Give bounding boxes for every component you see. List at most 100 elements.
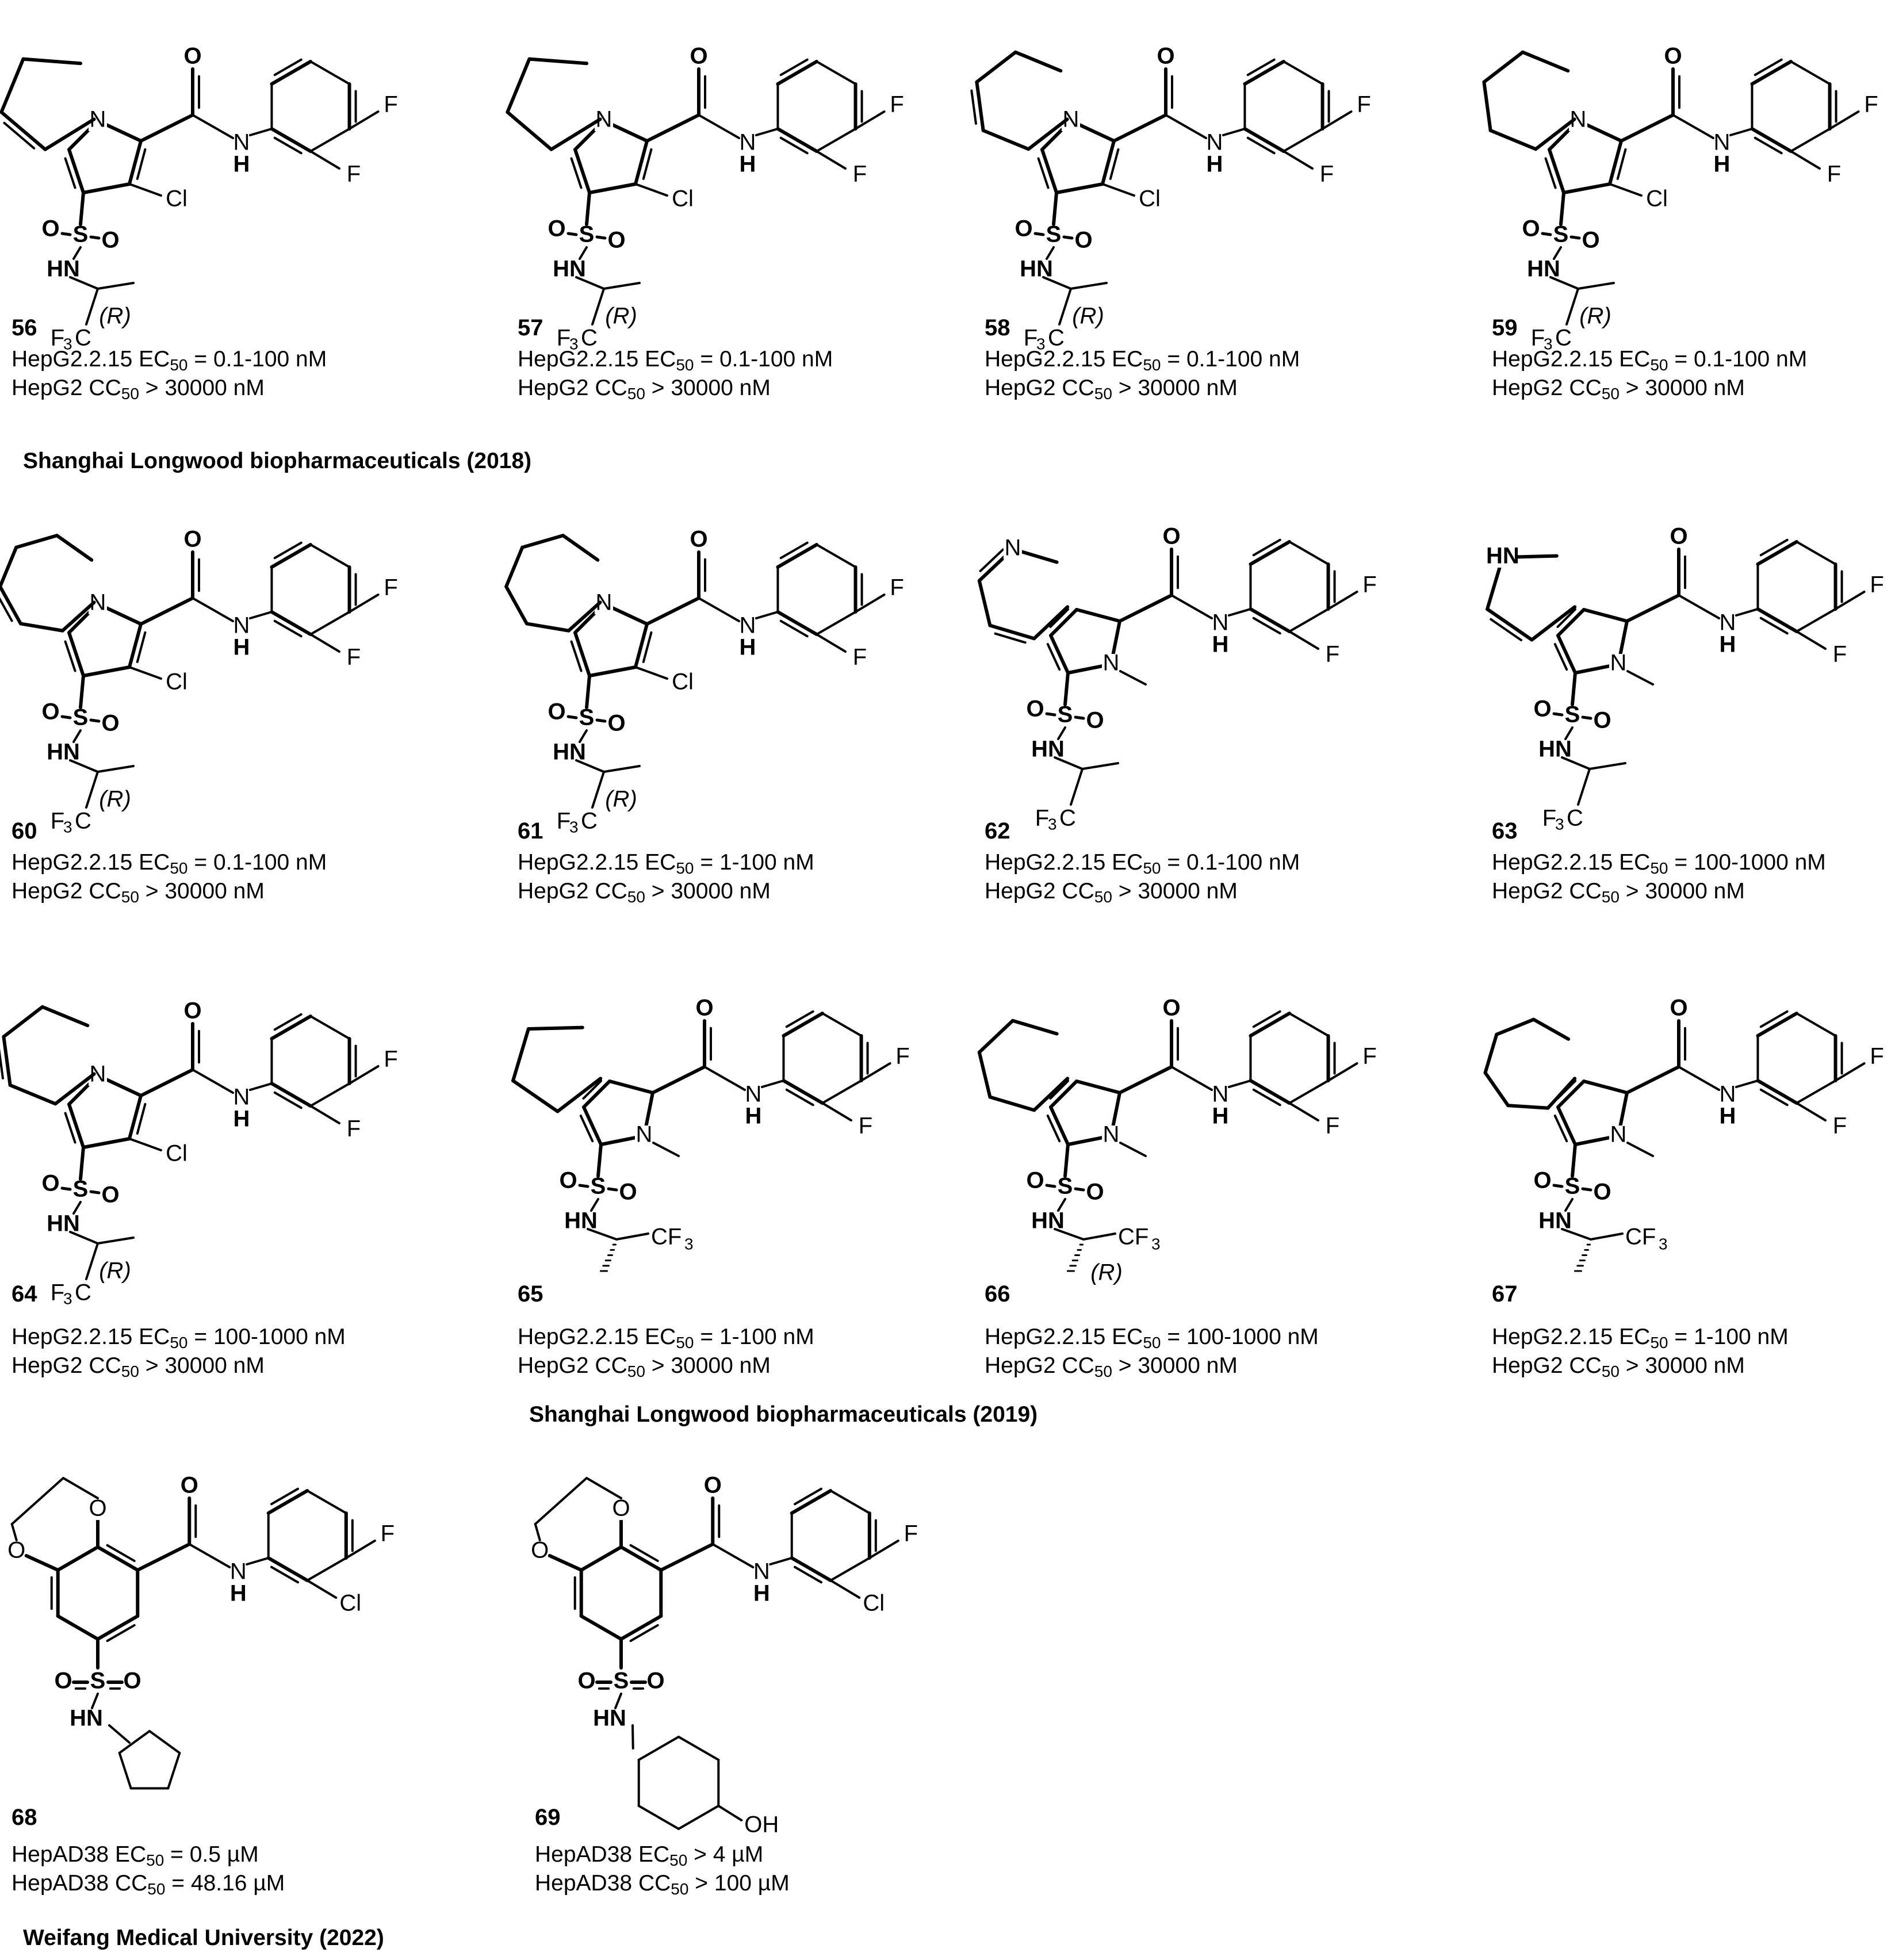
ec50-line: HepG2.2.15 EC50 = 0.1-100 nM xyxy=(12,347,327,374)
fluorine-label: F xyxy=(1833,642,1847,667)
bond xyxy=(1062,235,1074,240)
trifluoromethyl-label: F xyxy=(51,809,64,834)
oxygen-label: O xyxy=(1533,696,1551,722)
bond xyxy=(634,183,668,197)
sulfur-label: S xyxy=(579,222,595,247)
chlorine-label: Cl xyxy=(672,669,694,695)
cc50-line: HepG2 CC50 > 30000 nM xyxy=(985,376,1238,403)
label-mask xyxy=(1003,538,1022,560)
sulfur-label: S xyxy=(1058,1174,1073,1199)
bond xyxy=(306,1579,338,1599)
bond xyxy=(306,1557,347,1582)
compound-number: 59 xyxy=(1492,315,1518,340)
oxygen-label: O xyxy=(1015,216,1032,242)
bond xyxy=(829,1557,871,1582)
bond xyxy=(1486,607,1534,642)
fluorine-label: F xyxy=(1362,572,1376,598)
bond xyxy=(534,1477,588,1525)
bond xyxy=(1790,128,1831,152)
oxygen-label: O xyxy=(548,699,565,725)
bond xyxy=(575,276,605,290)
bond xyxy=(1483,1071,1510,1108)
bond xyxy=(587,1228,618,1241)
bond xyxy=(1559,191,1565,226)
ec50-line: HepG2.2.15 EC50 = 0.1-100 nM xyxy=(985,347,1300,374)
bond xyxy=(1252,538,1281,557)
bond xyxy=(1249,1079,1291,1105)
bond xyxy=(854,110,886,130)
bond xyxy=(703,1066,746,1091)
oxygen-label: O xyxy=(1157,44,1174,69)
cc50-line: HepG2 CC50 > 30000 nM xyxy=(1492,1353,1745,1380)
bond xyxy=(1058,288,1072,326)
bond xyxy=(1552,1184,1564,1188)
bond xyxy=(1616,148,1627,180)
nitrogen-label: N xyxy=(1212,1082,1229,1107)
fluorine-label: F xyxy=(895,1044,909,1069)
bond xyxy=(0,110,47,151)
bond xyxy=(634,622,649,669)
bond xyxy=(309,128,351,152)
bond xyxy=(2,1035,12,1087)
bond xyxy=(645,596,700,626)
bond xyxy=(1626,670,1654,686)
bond xyxy=(106,1544,136,1563)
bond xyxy=(1759,538,1789,557)
bond xyxy=(348,1065,380,1085)
bond xyxy=(0,584,22,626)
bond xyxy=(782,1012,824,1038)
bond xyxy=(249,611,273,619)
bond xyxy=(979,548,1005,572)
compound-number: 64 xyxy=(12,1281,37,1307)
bond xyxy=(790,1489,833,1515)
nitrogen-label: N xyxy=(1610,1122,1627,1147)
bond xyxy=(816,60,857,85)
bond xyxy=(1553,246,1562,260)
bond xyxy=(582,1105,603,1146)
chlorine-label: Cl xyxy=(339,1591,361,1616)
hydrogen-label: H xyxy=(1207,152,1223,177)
oxygen-label: O xyxy=(1593,1180,1611,1205)
bond xyxy=(106,1624,136,1643)
activity-data: HepG2.2.15 EC50 = 100-1000 nM HepG2 CC50… xyxy=(985,1323,1319,1380)
bond xyxy=(591,288,605,326)
bond xyxy=(677,1736,720,1761)
bond xyxy=(56,1614,99,1641)
bond xyxy=(1027,117,1069,151)
nitrogen-label: N xyxy=(740,613,756,638)
bond xyxy=(1288,1102,1319,1121)
hydrogen-label: H xyxy=(1714,152,1731,177)
fluorine-label: F xyxy=(384,92,397,117)
nitrogen-label: N xyxy=(636,1122,653,1147)
bond xyxy=(1170,1066,1213,1091)
trifluoromethyl-label: F xyxy=(1035,806,1049,831)
ec50-line: HepG2.2.15 EC50 = 0.1-100 nM xyxy=(1492,347,1808,374)
bond xyxy=(595,718,607,723)
bond xyxy=(188,1543,231,1568)
bond xyxy=(816,543,857,568)
nitrogen-label: N xyxy=(233,130,250,155)
bond xyxy=(128,1138,162,1151)
fluorine-label: F xyxy=(890,92,904,117)
hydrogen-label: H xyxy=(233,1107,250,1132)
bond xyxy=(1581,715,1592,720)
amine-label: HN xyxy=(47,257,80,282)
bond xyxy=(1625,1065,1680,1094)
bond xyxy=(608,1079,654,1094)
bond xyxy=(1033,232,1045,236)
bond xyxy=(348,594,380,613)
bond xyxy=(1252,1088,1281,1107)
bond xyxy=(148,1730,181,1755)
bond xyxy=(18,622,64,633)
bond xyxy=(1081,762,1119,770)
cc50-line: HepAD38 CC50 = 48.16 µM xyxy=(12,1871,285,1898)
bond xyxy=(1049,608,1070,629)
bond xyxy=(1054,1228,1085,1241)
bond xyxy=(596,1143,603,1178)
bond xyxy=(1049,634,1070,675)
bond xyxy=(1759,617,1789,635)
bond xyxy=(575,759,605,773)
oxygen-label: O xyxy=(181,1473,198,1498)
bond xyxy=(1490,618,1522,641)
